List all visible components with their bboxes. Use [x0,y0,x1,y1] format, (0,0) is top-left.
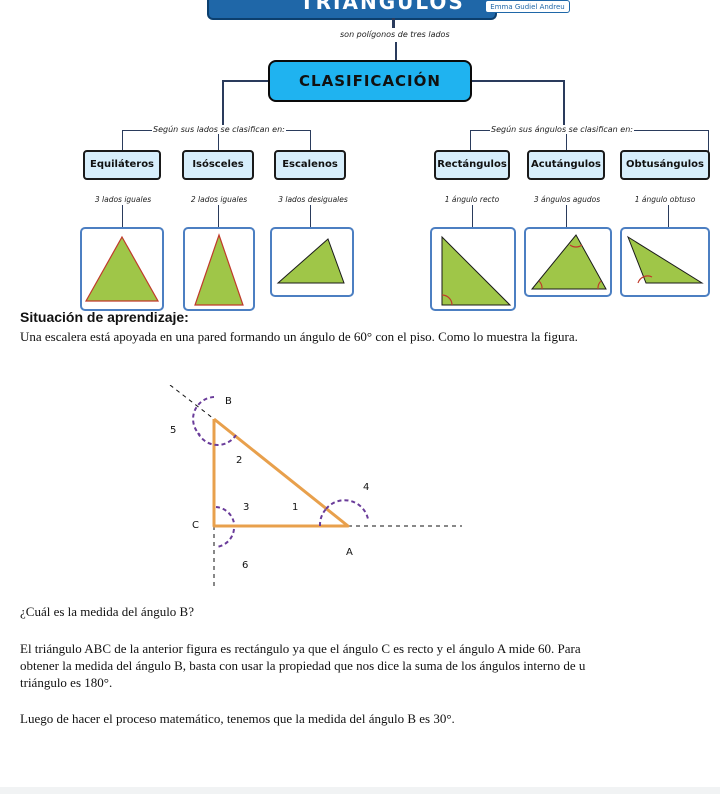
map-title: TRIÁNGULOS [300,0,465,14]
desc-obtusangulos: 1 ángulo obtuso [634,195,696,204]
angle-5-label: 5 [170,425,177,436]
acute-angle-mark [569,244,583,248]
angle-arc-3 [215,506,235,524]
triangle-abc [212,417,350,528]
angle-arc-b [197,432,237,446]
connector [395,42,397,60]
category-rectangulos: Rectángulos [434,150,510,180]
connector [668,205,669,227]
category-obtusangulos: Obtusángulos [620,150,710,180]
vertex-a-label: A [346,547,353,558]
equilateral-illustration [80,227,164,311]
angle-3-label: 3 [243,502,250,513]
connector [122,205,123,227]
right-angle-mark [441,294,453,306]
ladder-figure [169,385,462,590]
angle-arc-1 [318,508,327,527]
connector [310,130,311,152]
equilateral-triangle-shape [84,235,160,302]
left-criterion: Según sus lados se clasifican en: [152,125,286,134]
right-illustration [430,227,516,311]
connector [563,80,565,128]
category-equilateros: Equiláteros [83,150,161,180]
angle-1-label: 1 [292,502,299,513]
category-isosceles: Isósceles [182,150,254,180]
isosceles-illustration [183,227,255,311]
section-heading: Situación de aprendizaje: [20,309,189,325]
classification-node: CLASIFICACIÓN [268,60,472,102]
angle-arc-4 [325,499,369,520]
angle-arc-5 [192,396,215,436]
page-bottom-bar [0,787,720,794]
connector [310,205,311,227]
question-text: ¿Cuál es la medida del ángulo B? [20,604,195,619]
acute-illustration [524,227,612,297]
vertex-b-label: B [225,396,232,407]
conclusion-text: Luego de hacer el proceso matemático, te… [20,711,455,726]
angle-4-label: 4 [363,482,370,493]
vertex-c-label: C [192,520,199,531]
category-acutangulos: Acutángulos [527,150,605,180]
connector [708,130,709,152]
acute-triangle-shape [530,234,607,290]
dashed-extension-b [169,385,215,420]
scalene-illustration [270,227,354,297]
explanation-line-1: El triángulo ABC de la anterior figura e… [20,641,581,656]
intro-paragraph: Una escalera está apoyada en una pared f… [20,329,578,344]
desc-equilateros: 3 lados iguales [94,195,152,204]
connector [472,205,473,227]
connector [122,130,123,152]
desc-acutangulos: 3 ángulos agudos [533,195,601,204]
desc-rectangulos: 1 ángulo recto [444,195,500,204]
obtuse-triangle-shape [626,235,704,284]
connector [392,18,395,28]
right-criterion: Según sus ángulos se clasifican en: [490,125,634,134]
connector [470,130,471,152]
map-subtitle: son polígonos de tres lados [340,30,450,39]
explanation-line-2: obtener la medida del ángulo B, basta co… [20,658,586,673]
isosceles-triangle-shape [194,233,244,306]
acute-angle-mark [597,280,602,290]
explanation-line-3: triángulo es 180°. [20,675,113,690]
desc-isosceles: 2 lados iguales [190,195,248,204]
connector [566,205,567,227]
connector [218,130,219,152]
angle-2-label: 2 [236,455,243,466]
connector [222,80,224,128]
angle-6-label: 6 [242,560,249,571]
connector [222,80,268,82]
author-badge: Emma Gudiel Andreu [485,0,570,13]
right-triangle-shape [441,235,512,306]
obtuse-illustration [620,227,710,297]
desc-escalenos: 3 lados desiguales [278,195,348,204]
scalene-triangle-shape [276,238,345,284]
connector [472,80,564,82]
category-escalenos: Escalenos [274,150,346,180]
connector [218,205,219,227]
obtuse-angle-mark [637,275,653,284]
angle-arc-6 [215,528,235,548]
acute-angle-mark [538,280,543,290]
connector [566,130,567,152]
